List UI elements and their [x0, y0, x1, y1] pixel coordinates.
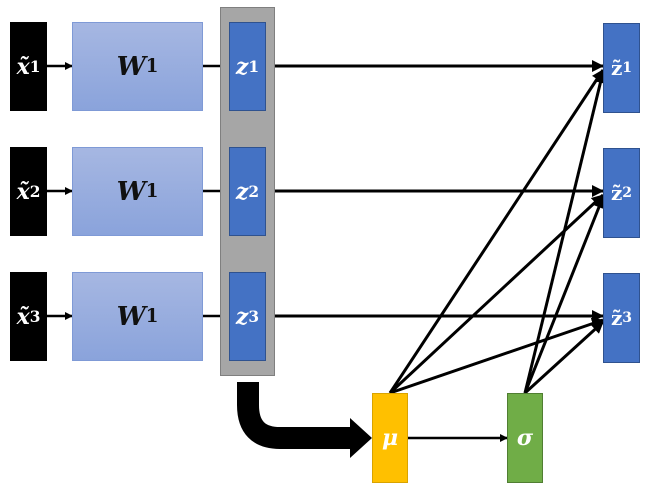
arrow-sigma-zt1: [523, 71, 607, 394]
mean-label: μ: [381, 425, 399, 451]
output-zt2: z̃2: [603, 148, 640, 238]
input-x1: x̃1: [10, 22, 47, 111]
std-label: σ: [516, 425, 534, 451]
output-zt3: z̃3: [603, 273, 640, 363]
input-x1-label: x̃: [16, 53, 30, 80]
output-zt1: z̃1: [603, 23, 640, 113]
arrow-mu-zt2: [388, 193, 605, 395]
arrow-sigma-zt3: [523, 320, 605, 395]
std-sigma: σ: [507, 393, 543, 483]
mean-mu: μ: [372, 393, 408, 483]
input-x3: x̃3: [10, 272, 47, 361]
arrow-mu-zt1: [388, 69, 605, 394]
input-x3-label: x̃: [16, 303, 30, 330]
aggregate-arrow-head: [350, 418, 372, 458]
input-x2: x̃2: [10, 147, 47, 236]
aggregate-arrow: [237, 382, 352, 449]
arrow-sigma-zt2: [523, 196, 605, 394]
arrow-mu-zt3: [389, 317, 604, 395]
input-x2-label: x̃: [16, 178, 30, 205]
